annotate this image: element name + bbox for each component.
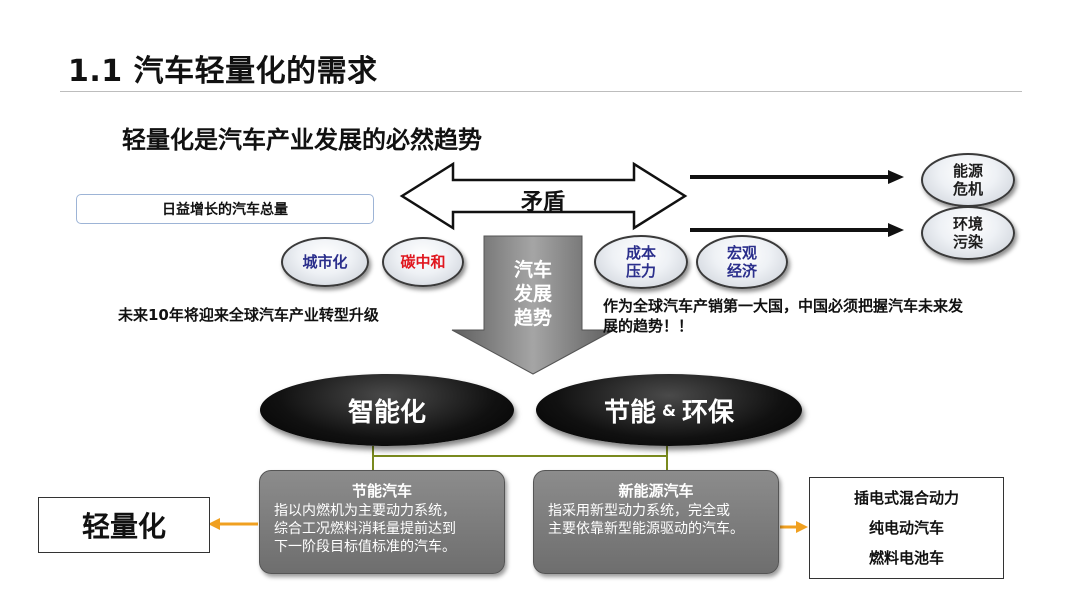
trend-line3: 趋势	[513, 307, 552, 329]
pollution-line1: 环境	[952, 215, 983, 233]
arrow-to-lightweight	[208, 518, 258, 530]
pillar-eco-energy: 节能	[604, 397, 657, 428]
right-note: 作为全球汽车产销第一大国，中国必须把握汽车未来发 展的趋势！！	[603, 296, 963, 336]
contradiction-label: 矛盾	[520, 190, 565, 215]
trend-line2: 发展	[513, 283, 552, 305]
energy-crisis-line2: 危机	[952, 180, 983, 198]
outcome-energy-crisis: 能源危机	[921, 153, 1015, 207]
nev-type-bev: 纯电动汽车	[868, 519, 944, 537]
driver-macro-economy: 宏观经济	[696, 235, 788, 289]
title-divider	[60, 91, 1022, 92]
energy-crisis-line1: 能源	[952, 162, 983, 180]
trend-down-arrow	[451, 235, 615, 375]
pillar-eco-environment: 环保	[681, 397, 734, 428]
cost-pressure-line1: 成本	[625, 244, 656, 262]
card-energy-saving-vehicle: 节能汽车 指以内燃机为主要动力系统， 综合工况燃料消耗量提前达到 下一阶段目标值…	[259, 470, 505, 574]
card-title: 新能源汽车	[618, 482, 694, 500]
left-note: 未来10年将迎来全球汽车产业转型升级	[118, 306, 379, 324]
nev-type-fcev: 燃料电池车	[868, 549, 944, 567]
section-subtitle: 轻量化是汽车产业发展的必然趋势	[122, 126, 482, 154]
card-line: 下一阶段目标值标准的汽车。	[274, 539, 456, 555]
page-title: 1.1 汽车轻量化的需求	[68, 54, 378, 89]
card-line: 主要依靠新型能源驱动的汽车。	[548, 521, 744, 537]
card-new-energy-vehicle: 新能源汽车 指采用新型动力系统，完全或 主要依靠新型能源驱动的汽车。	[533, 470, 779, 574]
card-title: 节能汽车	[351, 482, 412, 500]
right-note-line2: 展的趋势！！	[603, 317, 694, 335]
macro-economy-line2: 经济	[726, 262, 757, 280]
macro-economy-line1: 宏观	[726, 244, 757, 262]
arrow-to-nev-types	[780, 521, 808, 533]
nev-types-box: 插电式混合动力 纯电动汽车 燃料电池车	[809, 477, 1004, 579]
trend-label: 汽车 发展 趋势	[500, 258, 566, 330]
nev-type-phev: 插电式混合动力	[853, 489, 959, 507]
trend-line1: 汽车	[513, 259, 552, 281]
card-description: 指以内燃机为主要动力系统， 综合工况燃料消耗量提前达到 下一阶段目标值标准的汽车…	[260, 501, 504, 556]
pillar-smart: 智能化	[260, 374, 514, 446]
driver-cost-pressure: 成本压力	[594, 235, 688, 289]
pillar-eco: 节能&环保	[536, 374, 802, 446]
arrow-to-energy-crisis	[690, 170, 904, 184]
pollution-line2: 污染	[952, 233, 983, 251]
pillar-eco-amp: &	[662, 400, 676, 420]
card-line: 综合工况燃料消耗量提前达到	[274, 521, 456, 537]
right-note-line1: 作为全球汽车产销第一大国，中国必须把握汽车未来发	[603, 297, 964, 315]
arrow-to-pollution	[690, 223, 904, 237]
outcome-pollution: 环境污染	[921, 206, 1015, 260]
card-line: 指采用新型动力系统，完全或	[548, 503, 730, 519]
card-description: 指采用新型动力系统，完全或 主要依靠新型能源驱动的汽车。	[534, 501, 778, 538]
driver-urbanization: 城市化	[281, 237, 369, 287]
driver-carbon-neutral: 碳中和	[382, 237, 464, 287]
card-line: 指以内燃机为主要动力系统，	[274, 503, 456, 519]
cost-pressure-line2: 压力	[625, 262, 656, 280]
pillar-card-connector	[372, 446, 668, 470]
growing-vehicle-total: 日益增长的汽车总量	[76, 194, 374, 224]
lightweight-box: 轻量化	[38, 497, 210, 553]
contradiction-double-arrow	[399, 161, 688, 231]
